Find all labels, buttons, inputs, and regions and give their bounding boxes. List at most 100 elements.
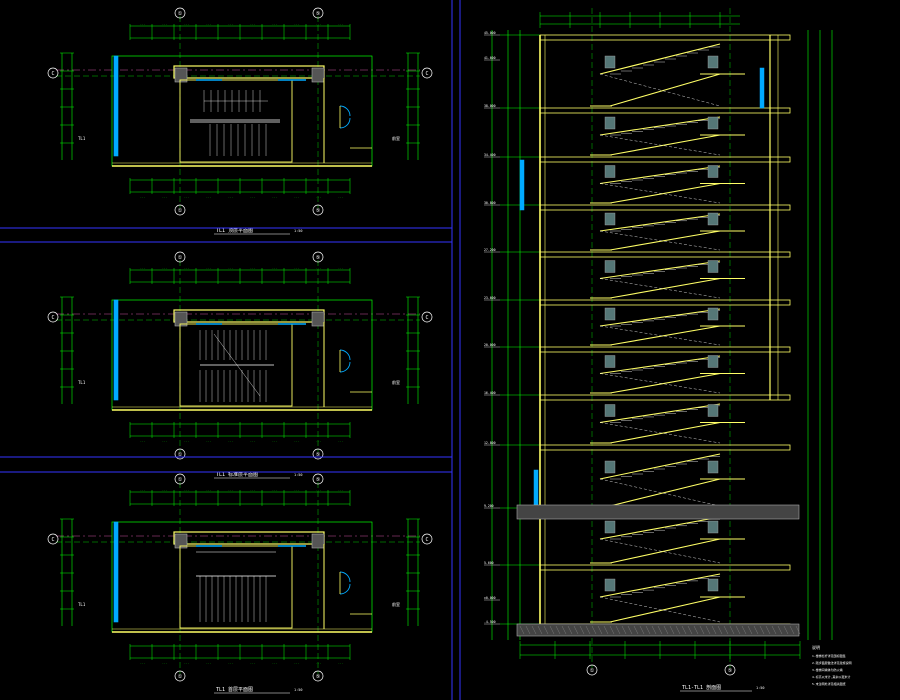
svg-text:...: ...: [184, 266, 190, 270]
svg-text:...: ...: [272, 661, 278, 665]
axis-right-top: ⑤: [312, 473, 324, 485]
note-line: 4.标高以米计,其余以毫米计: [812, 674, 850, 679]
window-left: [113, 299, 119, 401]
level-label: ±0.000: [484, 596, 496, 600]
level-label: 38.000: [484, 104, 496, 108]
axis-side-left-label: C: [51, 537, 54, 543]
column-right: [311, 533, 325, 549]
window-left: [113, 55, 119, 157]
svg-text:...: ...: [184, 195, 190, 199]
room-label-right: 前室: [392, 601, 400, 607]
stair-flight: [609, 478, 721, 507]
svg-text:...: ...: [338, 439, 344, 443]
svg-text:...: ...: [294, 195, 300, 199]
axis-left-top: ①: [174, 473, 186, 485]
door-arc-1: [339, 349, 351, 361]
svg-text:...: ...: [228, 488, 234, 492]
axis-right-top: ⑤: [312, 251, 324, 263]
section-window-2: [533, 469, 539, 511]
svg-text:...: ...: [272, 488, 278, 492]
svg-text:...: ...: [140, 661, 146, 665]
floor-slab: [539, 204, 791, 211]
svg-text:...: ...: [162, 439, 168, 443]
level-label: -4.500: [484, 620, 496, 624]
axis-right-bottom-label: ⑤: [316, 674, 321, 680]
basement-slab: [516, 504, 800, 520]
plan-scale: 1:50: [294, 688, 302, 692]
section-opening: [707, 578, 719, 592]
svg-text:...: ...: [228, 266, 234, 270]
section-opening: [604, 116, 616, 130]
section-opening: [604, 260, 616, 273]
axis-left-bottom-label: ①: [178, 674, 183, 680]
stair-flight: [599, 260, 721, 280]
drawing-panels: ........................................…: [47, 7, 852, 694]
section-opening: [604, 404, 616, 417]
svg-text:...: ...: [162, 195, 168, 199]
svg-text:...: ...: [184, 22, 190, 26]
stair-core: [179, 323, 293, 407]
section-title: TL1-TL1 剖面图: [682, 684, 721, 691]
section-opening: [604, 55, 616, 69]
section-opening: [707, 260, 719, 273]
section-axis-left-label: ①: [590, 668, 595, 674]
axis-side-right-label: C: [425, 537, 428, 543]
level-label: 34.400: [484, 153, 496, 157]
stair-flight: [599, 116, 721, 136]
stair-flight: [609, 182, 721, 204]
svg-text:...: ...: [250, 661, 256, 665]
stair-flight: [609, 73, 721, 107]
svg-text:...: ...: [338, 22, 344, 26]
stair-flight: [599, 453, 721, 480]
svg-text:...: ...: [140, 266, 146, 270]
svg-text:...: ...: [206, 439, 212, 443]
axis-right-bottom-label: ⑤: [316, 208, 321, 214]
note-line: 5.未注明处详见相关图纸: [812, 681, 846, 686]
svg-text:...: ...: [338, 661, 344, 665]
svg-text:...: ...: [162, 266, 168, 270]
svg-text:...: ...: [294, 488, 300, 492]
axis-side-right: C: [421, 311, 433, 323]
axis-left-top: ①: [174, 7, 186, 19]
building-outline: [111, 55, 373, 167]
stair-flight: [599, 308, 721, 327]
svg-text:...: ...: [316, 439, 322, 443]
svg-text:...: ...: [316, 661, 322, 665]
section-window-3: [759, 67, 765, 109]
axis-side-right-label: C: [425, 71, 428, 77]
sheet-borders: [0, 0, 461, 700]
svg-text:...: ...: [206, 488, 212, 492]
plan-scale: 1:50: [294, 229, 302, 233]
svg-text:...: ...: [206, 22, 212, 26]
level-label: 20.000: [484, 343, 496, 347]
axis-side-left: C: [47, 311, 59, 323]
room-label-left: TL1: [78, 380, 86, 385]
axis-side-right: C: [421, 533, 433, 545]
stair-core: [179, 545, 293, 629]
axis-right-bottom-label: ⑤: [316, 452, 321, 458]
plan-title: TL1 顶层平面图: [216, 228, 253, 234]
svg-text:...: ...: [338, 488, 344, 492]
level-label: 30.800: [484, 201, 496, 205]
svg-text:...: ...: [140, 439, 146, 443]
section-opening: [707, 165, 719, 178]
window-left: [113, 521, 119, 623]
plan-title: TL1 首层平面图: [216, 686, 253, 693]
svg-text:...: ...: [162, 22, 168, 26]
room-label-left: TL1: [78, 136, 86, 141]
svg-text:...: ...: [140, 195, 146, 199]
note-line: 3.楼梯间墙体为防火墙: [812, 667, 843, 672]
level-label: 5.600: [484, 561, 494, 565]
svg-text:...: ...: [162, 488, 168, 492]
stair-flight: [599, 516, 721, 540]
floor-slab: [539, 34, 791, 41]
stair-flight: [599, 355, 721, 375]
plan-1: ........................................…: [47, 7, 433, 235]
svg-text:...: ...: [338, 195, 344, 199]
svg-text:...: ...: [294, 266, 300, 270]
svg-text:...: ...: [316, 22, 322, 26]
section-axis-right: ⑤: [724, 664, 736, 676]
stair-flight: [609, 372, 721, 394]
